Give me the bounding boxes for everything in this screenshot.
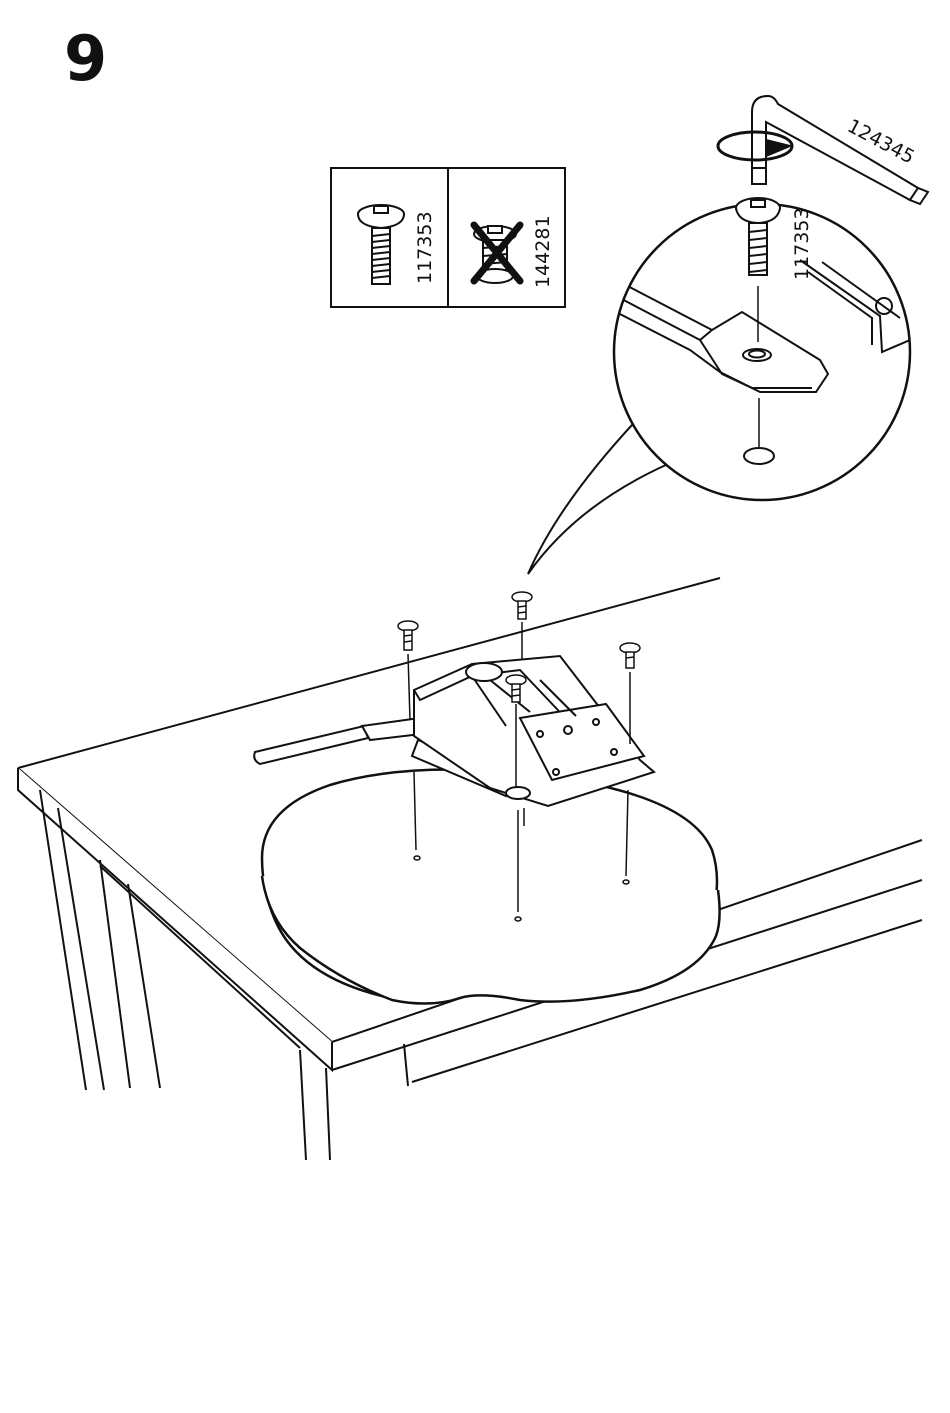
parts-box: 117353 144281: [331, 168, 565, 307]
screw-icon: [398, 621, 418, 650]
part-number-117353: 117353: [414, 211, 436, 284]
screw-icon: [512, 592, 532, 619]
detail-callout: 117353: [528, 198, 910, 574]
chair-seat: [262, 769, 720, 1003]
part-number-144281: 144281: [532, 215, 554, 288]
detail-part-number-117353: 117353: [791, 207, 813, 280]
screw-icon: [620, 643, 640, 668]
